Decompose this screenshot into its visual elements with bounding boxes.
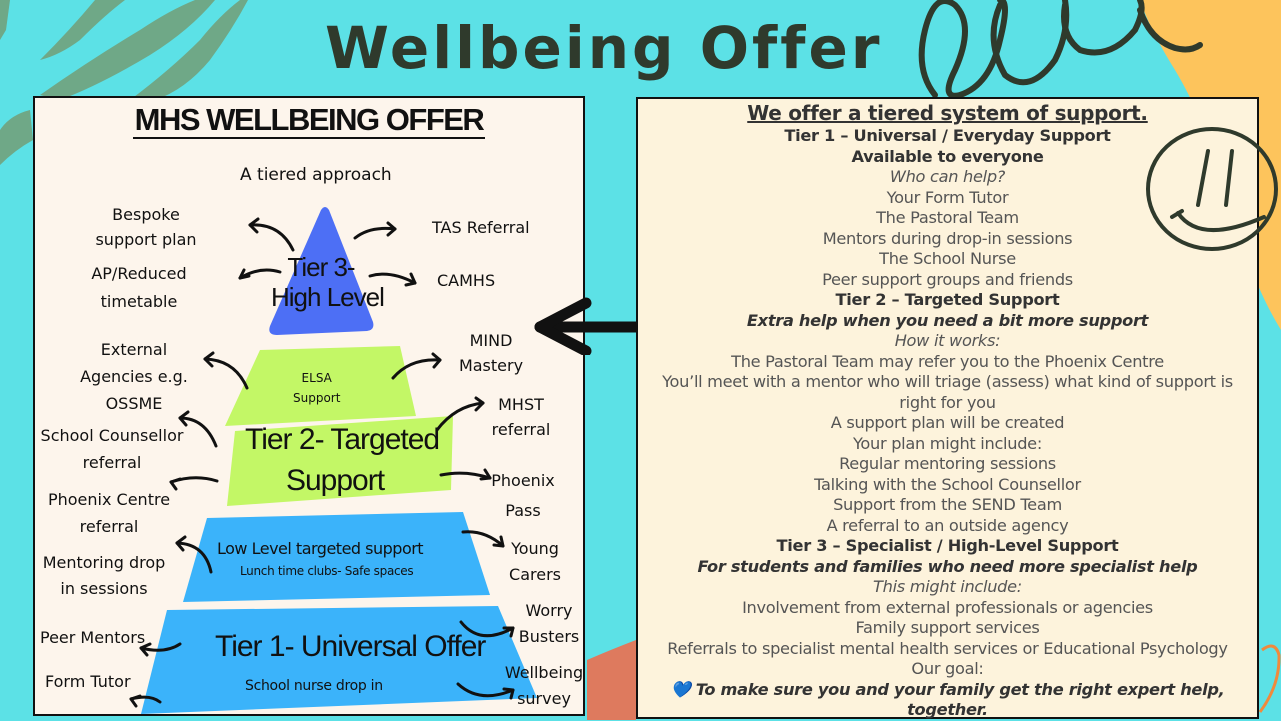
description-heading: We offer a tiered system of support. — [747, 101, 1148, 125]
list-item: Family support services — [855, 618, 1040, 637]
list-item: Mentors during drop-in sessions — [822, 228, 1073, 248]
tier3-left-item: AP/Reduced timetable — [91, 264, 187, 311]
tier1-sublabel: School nurse drop in — [245, 678, 383, 694]
list-item: Referrals to specialist mental health se… — [667, 638, 1228, 658]
tier3-triangle — [269, 207, 374, 335]
subtitle: A tiered approach — [240, 165, 392, 185]
tier1-subtitle: Available to everyone — [851, 146, 1044, 166]
elsa-label: ELSA Support — [293, 371, 341, 405]
tier1-title: Tier 1 – Universal / Everyday Support — [784, 126, 1111, 145]
list-item: Involvement from external professionals … — [742, 597, 1153, 617]
low-level-right-item: Young Carers — [509, 539, 561, 584]
elsa-trapezoid — [225, 346, 416, 426]
pyramid-diagram — [129, 207, 537, 714]
tier3-subtitle: For students and families who need more … — [697, 556, 1198, 576]
goal-statement: 💙 To make sure you and your family get t… — [670, 679, 1225, 720]
list-item: Regular mentoring sessions — [839, 454, 1056, 473]
tier3-left-item: Bespoke support plan — [95, 205, 197, 249]
low-level-label: Low Level targeted support — [217, 539, 424, 558]
leaf-decoration-icon — [0, 0, 248, 165]
smiley-face-icon — [1146, 127, 1278, 251]
mhs-wellbeing-infographic: MHS WELLBEING OFFER — [33, 96, 585, 716]
tier2-right-item: MIND Mastery — [458, 331, 524, 375]
list-item: The School Nurse — [879, 249, 1016, 268]
tier1-label: Tier 1- Universal Offer — [215, 630, 486, 663]
tier2-trapezoid — [227, 416, 453, 506]
tier2-left-item: External Agencies e.g. OSSME — [80, 340, 188, 413]
tier1-left-item: Form Tutor — [45, 672, 131, 691]
list-item: You’ll meet with a mentor who will triag… — [662, 372, 1233, 412]
tier2-label: Tier 2- Targeted Support — [245, 423, 440, 497]
low-level-trapezoid — [183, 512, 490, 602]
tier2-left-item: Phoenix Centre referral — [47, 490, 171, 536]
list-item: A referral to an outside agency — [826, 515, 1069, 535]
tier3-label: Tier 3- High Level — [271, 252, 385, 312]
list-item: The Pastoral Team — [876, 208, 1019, 227]
tier2-title: Tier 2 – Targeted Support — [835, 290, 1060, 309]
blue-heart-icon: 💙 — [670, 679, 691, 699]
list-item: Support from the SEND Team — [833, 495, 1062, 514]
tiered-support-description: We offer a tiered system of support. Tie… — [636, 97, 1259, 719]
tier2-right-item: MHST referral — [491, 395, 551, 439]
tier3-prompt: This might include: — [873, 577, 1022, 596]
infographic-title: MHS WELLBEING OFFER — [132, 102, 486, 139]
tier1-left-item: Peer Mentors — [40, 628, 146, 647]
list-item: Peer support groups and friends — [822, 269, 1073, 289]
tier3-right-item: TAS Referral — [432, 218, 530, 237]
arrow-icons — [129, 217, 515, 708]
tier1-right-item: Wellbeing survey — [504, 663, 584, 708]
tier2-right-item: Phoenix Pass — [491, 471, 555, 520]
tier2-left-item: School Counsellor referral — [40, 426, 184, 472]
tier1-prompt: Who can help? — [889, 167, 1006, 186]
tier1-right-item: Worry Busters — [518, 601, 580, 646]
list-item: The Pastoral Team may refer you to the P… — [731, 351, 1164, 371]
goal-label: Our goal: — [911, 659, 984, 678]
page-title: Wellbeing Offer — [325, 14, 883, 82]
tier2-subtitle: Extra help when you need a bit more supp… — [746, 310, 1149, 330]
tier3-right-item: CAMHS — [437, 271, 496, 290]
list-item: A support plan will be created — [830, 413, 1065, 432]
tier1-trapezoid — [141, 606, 537, 714]
list-item: Talking with the School Counsellor — [814, 474, 1081, 494]
tier3-title: Tier 3 – Specialist / High-Level Support — [776, 536, 1119, 555]
description-text: We offer a tiered system of support. Tie… — [638, 100, 1257, 721]
list-item: Your plan might include: — [853, 433, 1042, 453]
low-level-left-item: Mentoring drop in sessions — [42, 553, 166, 598]
tier2-prompt: How it works: — [894, 331, 1001, 350]
low-level-sublabel: Lunch time clubs- Safe spaces — [240, 564, 414, 578]
list-item: Your Form Tutor — [886, 187, 1009, 207]
